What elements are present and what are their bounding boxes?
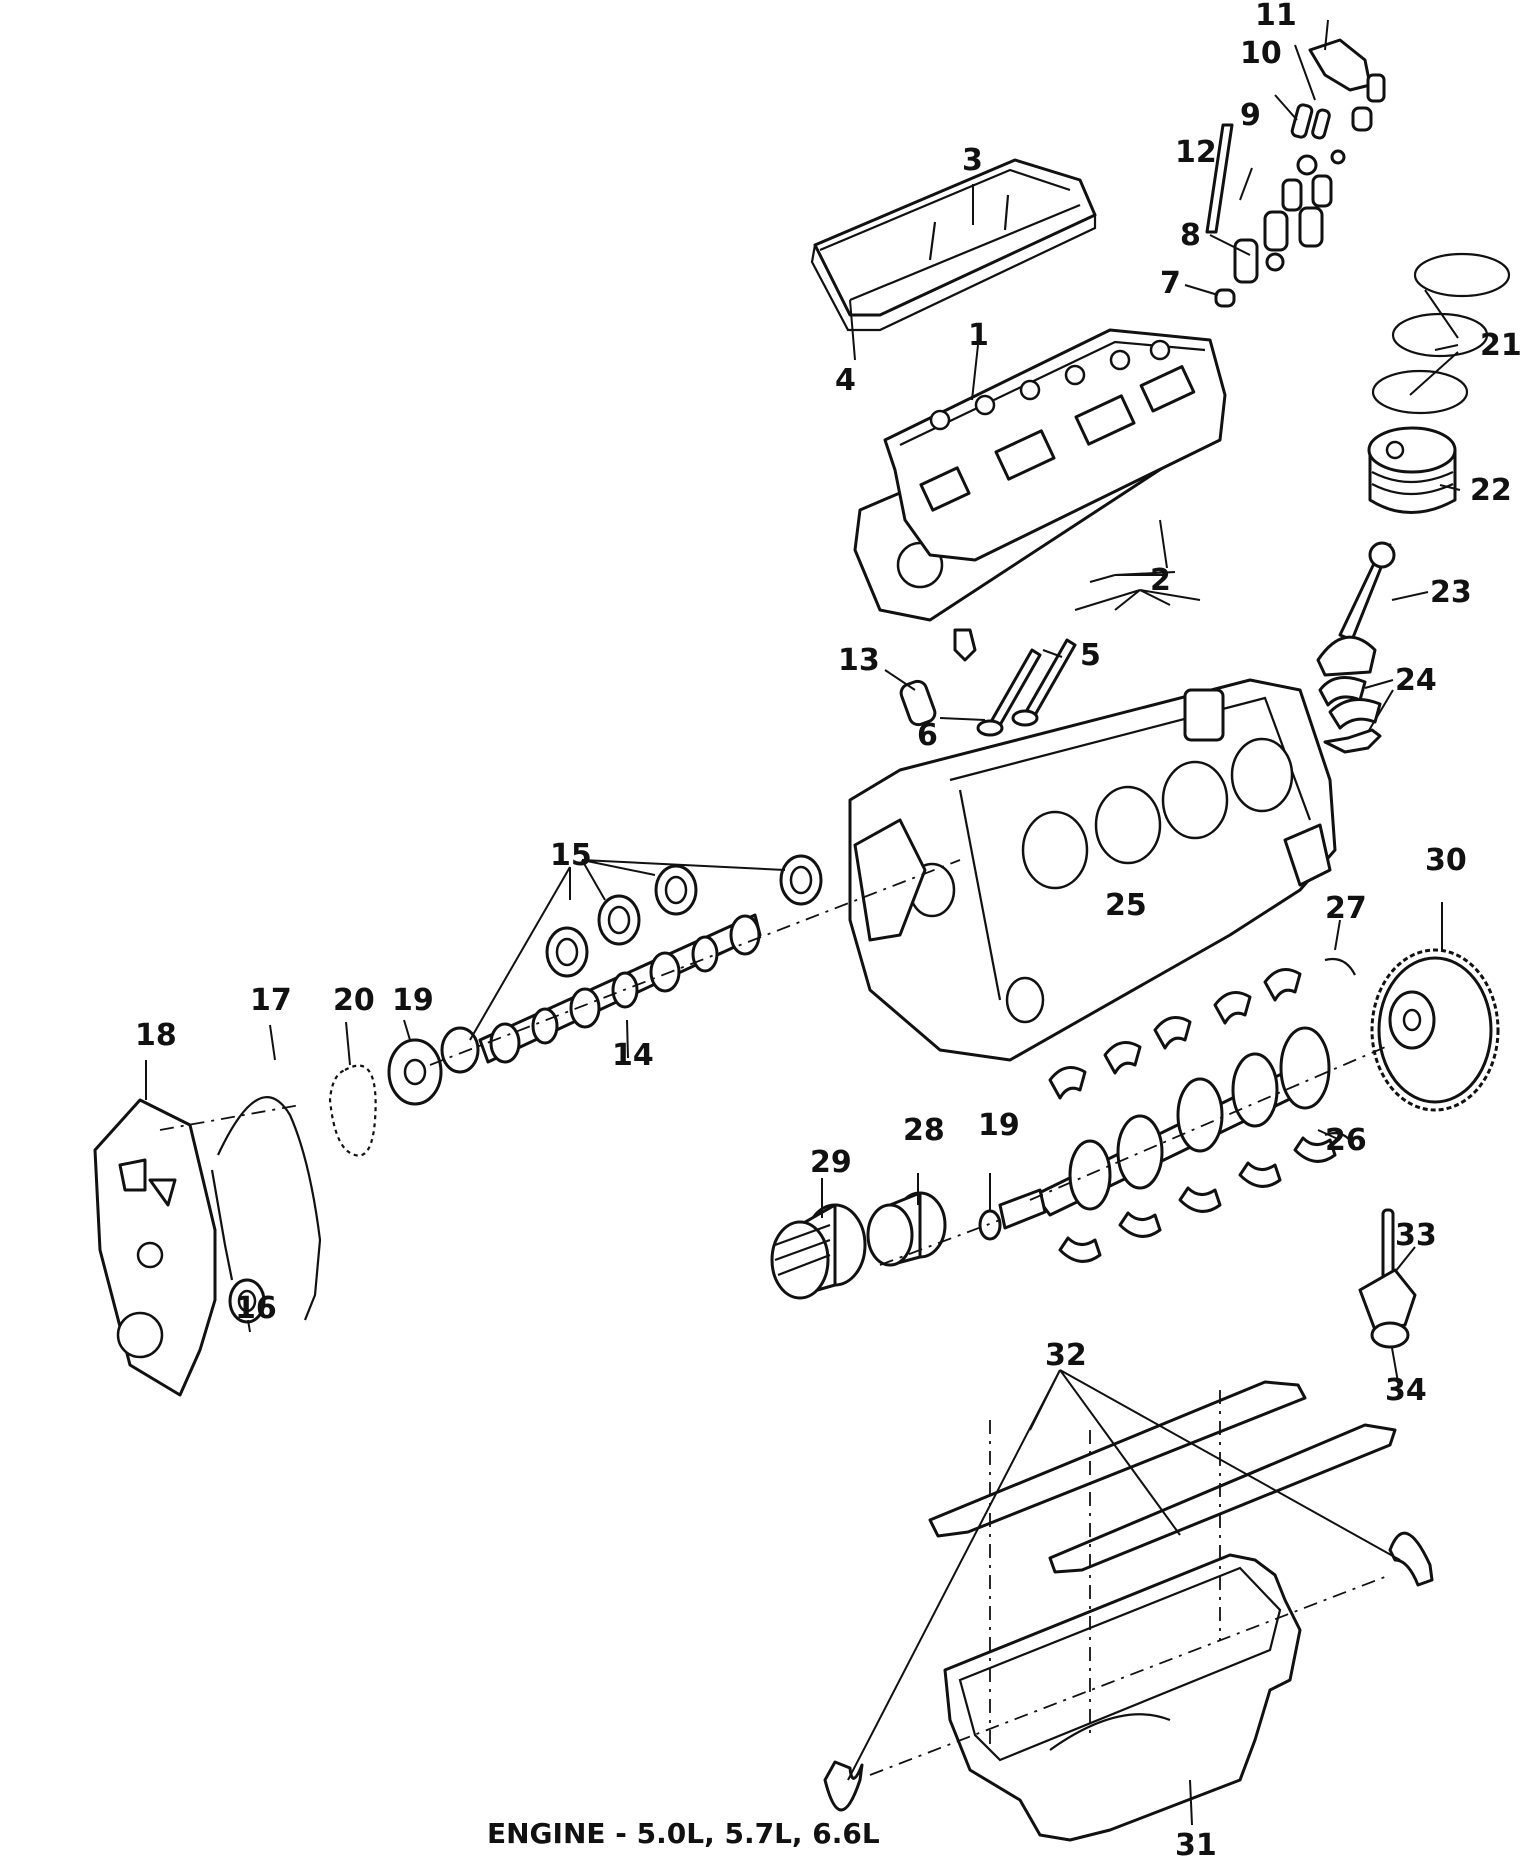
- callout-4: 4: [835, 363, 856, 398]
- oil-pan[interactable]: [943, 1553, 1302, 1842]
- cam-bearings[interactable]: [545, 854, 823, 978]
- cylinder-head[interactable]: [883, 328, 1227, 562]
- callout-30: 30: [1425, 843, 1467, 878]
- callout-33: 33: [1395, 1218, 1437, 1253]
- cam-sprocket[interactable]: [387, 1038, 443, 1106]
- callout-32: 32: [1045, 1338, 1087, 1373]
- callout-12: 12: [1175, 135, 1217, 170]
- valve-cover[interactable]: [810, 158, 1097, 332]
- camshaft[interactable]: [440, 913, 762, 1074]
- callout-23: 23: [1430, 575, 1472, 610]
- callout-3: 3: [962, 143, 983, 178]
- centerlines: [159, 859, 1391, 1776]
- callout-10: 10: [1240, 36, 1282, 71]
- callout-24: 24: [1395, 663, 1437, 698]
- lifter[interactable]: [899, 679, 938, 727]
- callout-18: 18: [135, 1018, 177, 1053]
- callout-2: 2: [1150, 563, 1171, 598]
- piston[interactable]: [1367, 426, 1457, 514]
- piston-rings[interactable]: [1371, 252, 1511, 415]
- thrust-bearing[interactable]: [1324, 957, 1356, 1149]
- callout-31: 31: [1175, 1828, 1217, 1863]
- timing-chain[interactable]: [328, 1064, 377, 1157]
- callout-11: 11: [1255, 0, 1297, 33]
- callout-labels: 1 2 3 4 5 6 7 8 9 10 11 12 13 14 15 16 1…: [135, 0, 1520, 1863]
- diagram-caption: ENGINE - 5.0L, 5.7L, 6.6L: [487, 1817, 880, 1850]
- callout-34: 34: [1385, 1373, 1427, 1408]
- callout-8: 8: [1180, 218, 1201, 253]
- callout-21: 21: [1480, 328, 1520, 363]
- connecting-rod[interactable]: [1316, 541, 1396, 677]
- callout-20: 20: [333, 983, 375, 1018]
- callout-22: 22: [1470, 473, 1512, 508]
- callout-19b: 19: [978, 1108, 1020, 1143]
- callout-28: 28: [903, 1113, 945, 1148]
- callout-26: 26: [1325, 1123, 1367, 1158]
- crank-sprocket[interactable]: [978, 1209, 1002, 1241]
- callout-5: 5: [1080, 638, 1101, 673]
- crankshaft[interactable]: [998, 1026, 1331, 1230]
- valve-train-parts[interactable]: [1205, 38, 1386, 308]
- callout-27: 27: [1325, 891, 1367, 926]
- rod-bearings[interactable]: [1318, 676, 1382, 754]
- callout-16: 16: [235, 1291, 277, 1326]
- callout-19a: 19: [392, 983, 434, 1018]
- callout-29: 29: [810, 1145, 852, 1180]
- callout-14: 14: [612, 1038, 654, 1073]
- callout-6: 6: [917, 718, 938, 753]
- callout-13: 13: [838, 643, 880, 678]
- callout-25: 25: [1105, 888, 1147, 923]
- callout-1: 1: [968, 318, 989, 353]
- oil-pump[interactable]: [1358, 1208, 1417, 1349]
- flywheel[interactable]: [1370, 948, 1500, 1112]
- callout-17: 17: [250, 983, 292, 1018]
- main-bearings[interactable]: [1048, 968, 1337, 1263]
- valves[interactable]: [953, 628, 1077, 737]
- callout-7: 7: [1160, 266, 1181, 301]
- engine-block[interactable]: [848, 678, 1337, 1062]
- crank-pulley[interactable]: [770, 1203, 867, 1300]
- front-crank-seal[interactable]: [228, 1278, 266, 1324]
- leader-lines: [145, 19, 1461, 1826]
- oil-pan-gaskets[interactable]: [823, 1380, 1434, 1812]
- callout-9: 9: [1240, 98, 1261, 133]
- harmonic-damper[interactable]: [866, 1191, 947, 1267]
- timing-cover-gasket[interactable]: [210, 1096, 322, 1321]
- callout-15: 15: [550, 838, 592, 873]
- timing-cover[interactable]: [93, 1098, 217, 1397]
